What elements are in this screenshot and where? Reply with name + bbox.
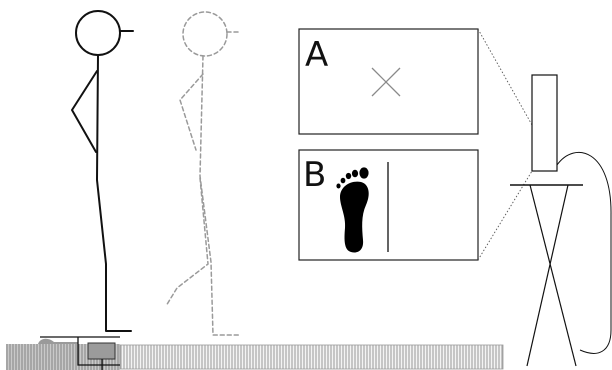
display-stand [510,74,612,367]
standing-figure [71,10,134,332]
walkway [6,336,504,370]
stand-leg-right [526,184,569,367]
cross-icon [371,67,401,97]
panel-a: A [298,28,479,135]
panel-b-label: B [303,155,326,195]
panel-b: B [298,149,479,261]
walking-arm [179,73,204,151]
force-plate-sensor [87,342,116,360]
walking-rear-leg [165,177,209,307]
stand-leg-left [529,184,577,367]
standing-head [75,10,121,56]
standing-torso [96,54,132,332]
display-monitor [531,74,558,172]
panel-a-label: A [305,35,328,75]
walkway-main-section [119,344,504,370]
display-cable [556,151,612,354]
platform-step [77,337,120,366]
walking-figure [165,11,242,336]
footprint-icon [336,167,369,253]
panel-a-frame [298,28,479,135]
walking-head [182,11,228,57]
projection-lines [477,28,533,261]
walkway-ramp [38,338,78,344]
walking-body [199,55,241,336]
standing-arm [71,70,98,153]
